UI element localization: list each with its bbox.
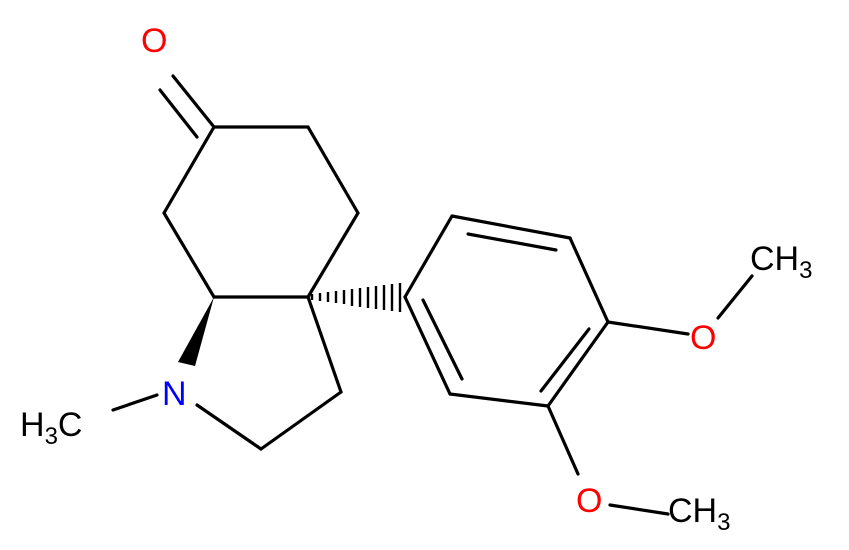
bond-ring-3 (306, 211, 360, 299)
bond-ring-5 (162, 211, 216, 299)
bond-ring-2 (306, 125, 360, 215)
bond-pyr-3 (195, 403, 263, 451)
bond-benz-inner-2 (539, 327, 591, 393)
bond-ring-4 (162, 125, 216, 215)
bond-n-methyl (111, 393, 159, 412)
ketone-oxygen-label: O (141, 22, 167, 60)
bond-ome-top-1 (606, 320, 690, 336)
bond-benz-3 (568, 236, 610, 324)
bond-benz-inner-1 (466, 232, 558, 252)
wedge-bond-c7a (178, 297, 214, 366)
bond-co-double-1 (171, 74, 216, 129)
bond-benz-4 (546, 320, 610, 408)
bond-ome-top-2 (716, 274, 754, 320)
bond-co-double-2 (158, 88, 199, 139)
methoxy-top-ch3-label: CH3 (750, 240, 812, 284)
bond-benz-2 (450, 214, 572, 240)
hashed-wedge-bond-c3a (310, 283, 402, 312)
bond-ome-bottom-2 (608, 503, 670, 516)
bond-benz-inner-3 (421, 298, 464, 381)
nitrogen-label: N (162, 375, 187, 413)
bond-benz-1 (403, 214, 454, 299)
bond-benz-6 (403, 295, 452, 396)
n-methyl-label: H3C (20, 406, 82, 450)
bond-pyr-2 (259, 390, 343, 451)
bond-benz-5 (448, 392, 550, 408)
methoxy-bottom-ch3-label: CH3 (668, 492, 730, 536)
bond-ome-bottom-1 (546, 404, 580, 476)
methoxy-top-oxygen-label: O (690, 319, 716, 357)
methoxy-bottom-oxygen-label: O (576, 482, 602, 520)
bond-pyr-1 (306, 295, 343, 394)
